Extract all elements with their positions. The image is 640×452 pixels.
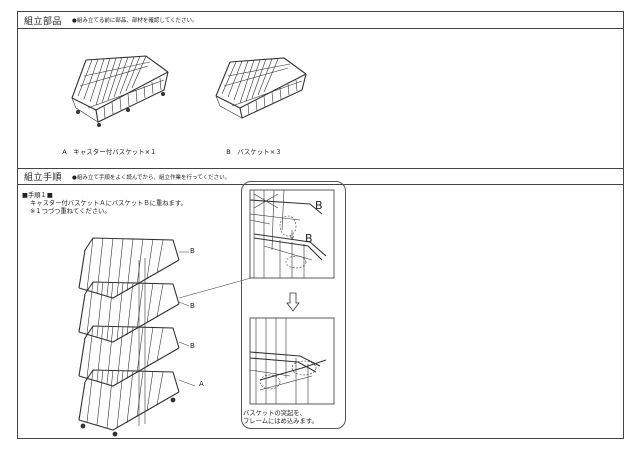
basket-b-illustration xyxy=(215,57,307,119)
detail-bottom-illustration xyxy=(249,317,335,405)
step-heading: ■手順１■ xyxy=(22,192,53,199)
step-line-1: キャスター付バスケットＡにバスケットＢに重ねます。 xyxy=(30,200,187,207)
stack-label-b3: B xyxy=(190,342,195,350)
caption-line-2: フレームにはめ込みます。 xyxy=(243,418,318,425)
detail-label-b-top: B xyxy=(315,199,323,212)
parts-section-note: ●組み立てる前に部品、部材を確認してください。 xyxy=(72,18,198,24)
steps-section-note: ●組み立て手順をよく読んでから、組立作業を行ってください。 xyxy=(72,174,231,181)
instruction-sheet: 組立部品 ●組み立てる前に部品、部材を確認してください。 xyxy=(17,11,624,439)
stacked-baskets-illustration xyxy=(78,237,252,437)
part-b-text: バスケット×３ xyxy=(237,148,282,156)
steps-section-header: 組立手順 ●組み立て手順をよく読んでから、組立作業を行ってください。 xyxy=(18,168,623,185)
detail-top-illustration xyxy=(249,189,335,279)
detail-caption: バスケットの突起を、 フレームにはめ込みます。 xyxy=(243,410,318,426)
stack-label-a: A xyxy=(199,380,204,388)
step-line-2: ※１つづつ重ねてください。 xyxy=(30,208,111,215)
detail-callout xyxy=(241,181,346,429)
part-a-letter: A xyxy=(62,148,67,156)
part-a-text: キャスター付バスケット×１ xyxy=(73,148,157,156)
parts-section-header: 組立部品 ●組み立てる前に部品、部材を確認してください。 xyxy=(18,12,623,29)
caption-line-1: バスケットの突起を、 xyxy=(243,410,306,417)
detail-label-b-bottom: B xyxy=(305,232,313,245)
part-b-letter: B xyxy=(226,148,231,156)
stack-label-b1: B xyxy=(190,247,195,255)
steps-section-title: 組立手順 xyxy=(24,173,63,183)
part-b-label: B バスケット×３ xyxy=(218,138,282,164)
step-text: ■手順１■ キャスター付バスケットＡにバスケットＢに重ねます。 ※１つづつ重ねて… xyxy=(22,192,187,216)
parts-section-title: 組立部品 xyxy=(24,16,63,27)
part-a-label: A キャスター付バスケット×１ xyxy=(54,138,157,164)
stack-label-b2: B xyxy=(190,302,195,310)
down-arrow-icon xyxy=(286,292,300,312)
basket-a-illustration xyxy=(71,55,169,127)
